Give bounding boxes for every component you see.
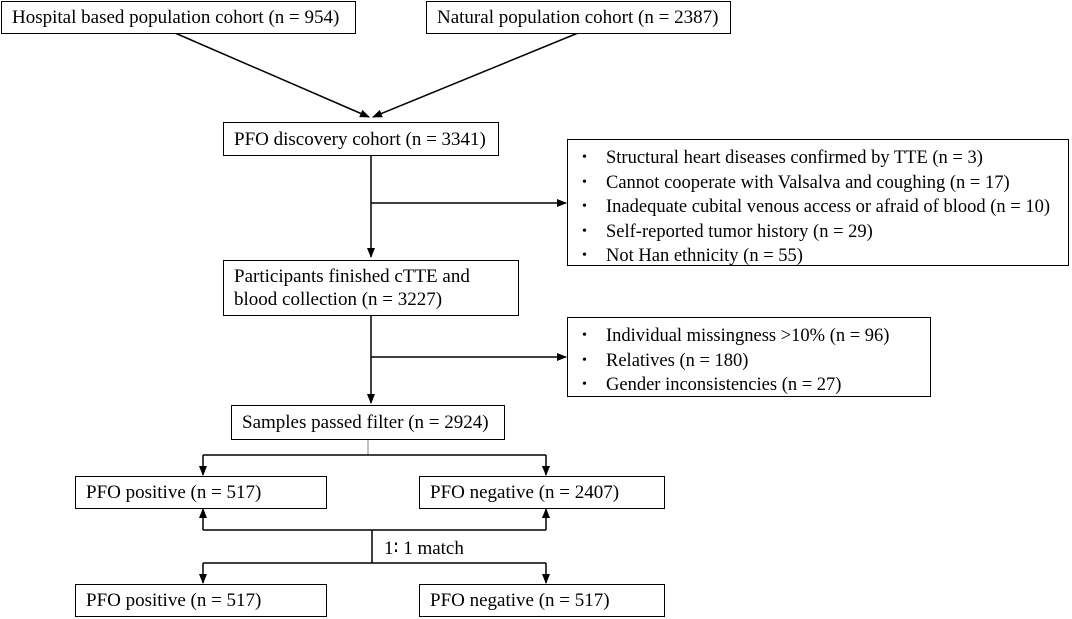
samples-passed-label: Samples passed filter (n = 2924) xyxy=(242,412,489,433)
exclusion-box-1: •Structural heart diseases confirmed by … xyxy=(567,139,1069,266)
participants-finished-box: Participants finished cTTE and blood col… xyxy=(223,260,519,316)
pfo-negative-box-1: PFO negative (n = 2407) xyxy=(419,476,665,509)
discovery-cohort-label: PFO discovery cohort (n = 3341) xyxy=(234,128,486,150)
exclusion-item: •Not Han ethnicity (n = 55) xyxy=(582,244,1058,269)
pfo-negative-box-2: PFO negative (n = 517) xyxy=(419,584,665,617)
pfo-positive-box-2: PFO positive (n = 517) xyxy=(75,584,327,617)
pfo-positive-label-1: PFO positive (n = 517) xyxy=(86,482,262,503)
bullet-icon: • xyxy=(582,174,587,190)
hospital-cohort-box: Hospital based population cohort (n = 95… xyxy=(1,1,356,34)
exclusion-list-2: •Individual missingness >10% (n = 96) •R… xyxy=(582,324,920,398)
bullet-icon: • xyxy=(582,223,587,239)
exclusion-item: •Self-reported tumor history (n = 29) xyxy=(582,220,1058,245)
bullet-icon: • xyxy=(582,199,587,214)
exclusion-item: •Gender inconsistencies (n = 27) xyxy=(582,373,920,398)
hospital-cohort-label: Hospital based population cohort (n = 95… xyxy=(12,7,340,28)
pfo-positive-label-2: PFO positive (n = 517) xyxy=(86,590,262,611)
match-label: 1∶ 1 match xyxy=(384,538,464,560)
exclusion-item: •Inadequate cubital venous access or afr… xyxy=(582,195,1058,220)
natural-cohort-label: Natural population cohort (n = 2387) xyxy=(437,7,719,28)
exclusion-item: •Individual missingness >10% (n = 96) xyxy=(582,324,920,349)
bullet-icon: • xyxy=(582,328,587,343)
arrow-natural-to-discovery xyxy=(372,32,579,118)
pfo-negative-label-2: PFO negative (n = 517) xyxy=(430,590,610,611)
exclusion-item: •Structural heart diseases confirmed by … xyxy=(582,146,1058,171)
pfo-negative-label-1: PFO negative (n = 2407) xyxy=(430,482,620,503)
bullet-icon: • xyxy=(582,352,587,368)
arrow-hospital-to-discovery xyxy=(174,32,370,118)
exclusion-item: •Cannot cooperate with Valsalva and coug… xyxy=(582,171,1058,196)
natural-cohort-box: Natural population cohort (n = 2387) xyxy=(426,1,731,34)
pfo-positive-box-1: PFO positive (n = 517) xyxy=(75,476,327,509)
bullet-icon: • xyxy=(582,377,587,392)
exclusion-item: •Relatives (n = 180) xyxy=(582,349,920,374)
exclusion-box-2: •Individual missingness >10% (n = 96) •R… xyxy=(567,317,931,397)
bullet-icon: • xyxy=(582,150,587,165)
discovery-cohort-box: PFO discovery cohort (n = 3341) xyxy=(223,122,499,156)
exclusion-list-1: •Structural heart diseases confirmed by … xyxy=(582,146,1058,269)
bullet-icon: • xyxy=(582,248,587,263)
participants-finished-label: Participants finished cTTE and blood col… xyxy=(234,266,470,310)
samples-passed-box: Samples passed filter (n = 2924) xyxy=(231,405,505,440)
